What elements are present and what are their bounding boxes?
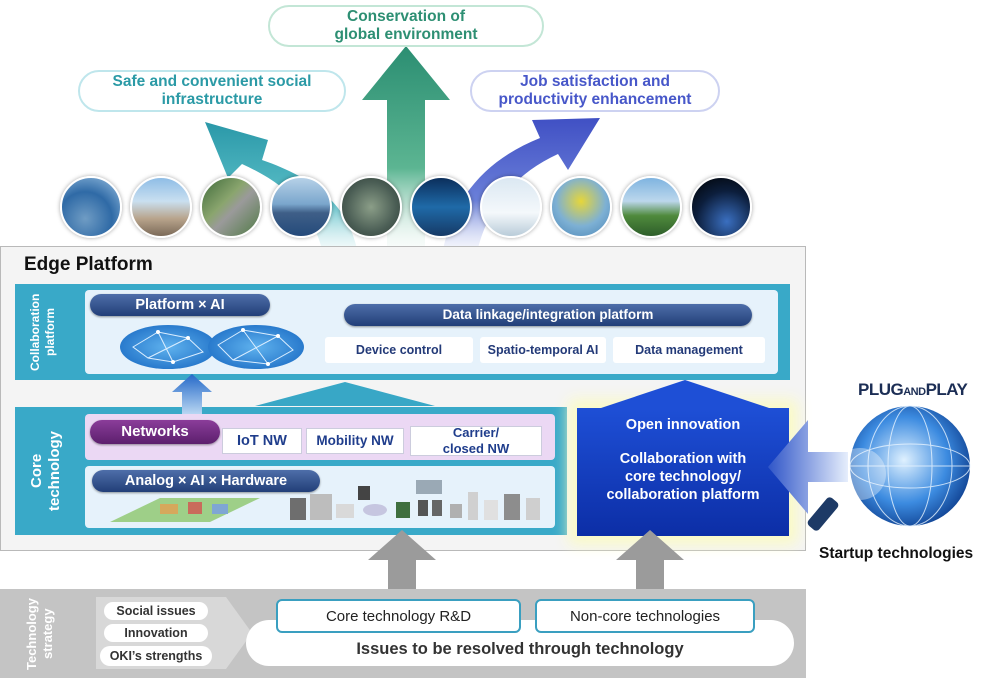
goal-job-satisfaction: Job satisfaction and productivity enhanc… <box>470 70 720 112</box>
open-innovation-box: Open innovation Collaboration with core … <box>577 408 789 536</box>
technology-strategy-label: Technology strategy <box>24 592 56 676</box>
carrier-closed-nw-box: Carrier/ closed NW <box>410 425 542 456</box>
robot-photo <box>550 176 612 238</box>
collab-label-line1: Collaboration <box>28 293 42 371</box>
goal-center-line1: Conservation of <box>347 8 465 25</box>
control-room-photo <box>410 176 472 238</box>
arrow-to-job-satisfaction <box>440 118 600 268</box>
goal-left-line1: Safe and convenient social <box>112 73 312 90</box>
globe-magnifier-icon <box>807 405 971 531</box>
goal-social-infrastructure: Safe and convenient social infrastructur… <box>78 70 346 112</box>
core-label-line1: Core <box>28 453 45 489</box>
arrow-to-social-infrastructure <box>205 122 360 268</box>
open-innovation-up-arrow <box>595 380 775 410</box>
arrow-to-global-environment <box>362 46 450 268</box>
networks-pill: Networks <box>90 420 220 444</box>
highway-photo <box>200 176 262 238</box>
satellite-photo <box>690 176 752 238</box>
goal-right-line2: productivity enhancement <box>498 91 692 108</box>
edge-platform-title: Edge Platform <box>24 254 153 275</box>
social-issues-pill: Social issues <box>104 602 208 620</box>
carrier-line2: closed NW <box>442 441 510 456</box>
outcome-arrows <box>205 46 600 268</box>
ship-photo <box>270 176 332 238</box>
platform-ai-pill: Platform × AI <box>90 294 270 316</box>
open-innovation-line3: collaboration platform <box>606 487 760 503</box>
core-to-collab-arrows <box>172 374 435 414</box>
data-linkage-pill: Data linkage/integration platform <box>344 304 752 326</box>
innovation-pill: Innovation <box>104 624 208 642</box>
goal-left-line2: infrastructure <box>161 91 263 108</box>
goal-global-environment: Conservation of global environment <box>268 5 544 47</box>
startup-to-open-innovation-arrow <box>768 420 848 514</box>
issues-to-resolve-text: Issues to be resolved through technology <box>356 640 684 658</box>
core-label-line2: technology <box>46 431 63 512</box>
logo-plug: PLUG <box>858 380 904 399</box>
startup-technologies-caption: Startup technologies <box>819 545 974 562</box>
plug-and-play-logo: PLUGANDPLAY <box>858 380 968 400</box>
open-innovation-title: Open innovation <box>625 417 741 433</box>
iot-nw-box: IoT NW <box>222 428 302 454</box>
mobility-nw-box: Mobility NW <box>306 428 404 454</box>
goal-right-line1: Job satisfaction and <box>520 73 670 90</box>
collaboration-platform-label: Collaboration platform <box>28 288 58 376</box>
logo-and: AND <box>903 386 926 398</box>
strategy-label-line2: strategy <box>40 608 55 660</box>
city-photo <box>340 176 402 238</box>
data-management-box: Data management <box>613 337 765 363</box>
core-technology-rd-box: Core technology R&D <box>276 599 521 633</box>
analog-ai-hardware-pill: Analog × AI × Hardware <box>92 470 320 492</box>
bridge-photo <box>60 176 122 238</box>
hardware-devices-illustration <box>110 480 540 522</box>
building-photo <box>130 176 192 238</box>
strategy-label-line1: Technology <box>24 598 39 670</box>
strategy-inputs-chevron <box>226 597 252 669</box>
non-core-technologies-box: Non-core technologies <box>535 599 755 633</box>
researchers-photo <box>480 176 542 238</box>
core-technology-label: Core technology <box>28 415 64 527</box>
goal-center-line2: global environment <box>334 26 478 43</box>
strategy-up-arrows <box>368 530 684 600</box>
open-innovation-line2: core technology/ <box>624 469 742 485</box>
collab-label-line2: platform <box>43 308 57 356</box>
platform-network-icon <box>120 325 304 369</box>
logo-play: PLAY <box>925 380 968 399</box>
oki-strengths-pill: OKI’s strengths <box>100 646 212 666</box>
spatio-temporal-ai-box: Spatio-temporal AI <box>480 337 606 363</box>
device-control-box: Device control <box>325 337 473 363</box>
railway-bridge-photo <box>620 176 682 238</box>
open-innovation-line1: Collaboration with <box>619 451 747 467</box>
carrier-line1: Carrier/ <box>452 425 500 440</box>
